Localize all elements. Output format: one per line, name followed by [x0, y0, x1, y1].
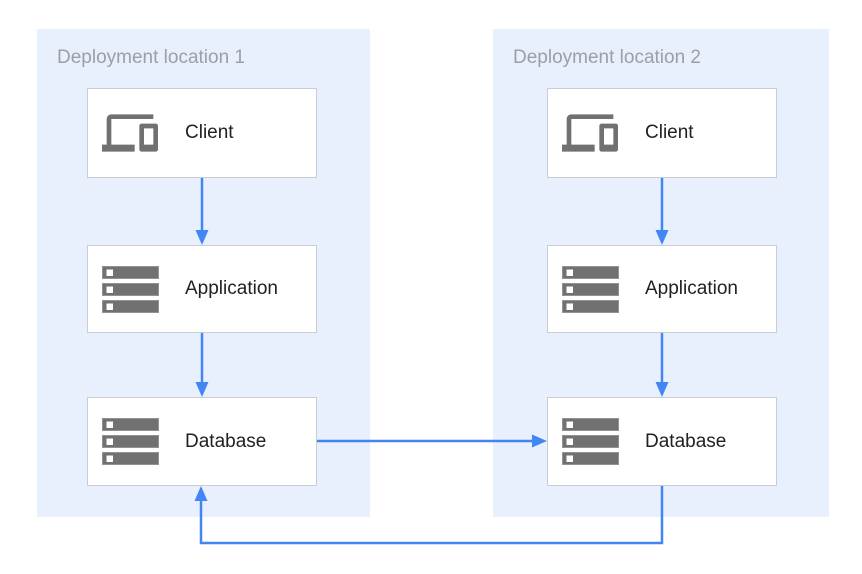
node-label: Client: [185, 122, 234, 143]
zone-title: Deployment location 2: [513, 47, 701, 68]
node-database-1: Database: [87, 397, 317, 486]
node-label: Application: [645, 278, 738, 299]
node-application-2: Application: [547, 245, 777, 333]
node-label: Database: [185, 430, 267, 452]
server-icon: [561, 418, 619, 465]
node-label: Client: [645, 122, 694, 143]
server-icon: [101, 418, 159, 465]
node-client-1: Client: [87, 88, 317, 178]
devices-icon: [561, 105, 619, 161]
server-icon: [561, 265, 619, 313]
node-label: Application: [185, 278, 278, 299]
node-client-2: Client: [547, 88, 777, 178]
node-application-1: Application: [87, 245, 317, 333]
node-label: Database: [645, 430, 727, 452]
zone-title: Deployment location 1: [57, 47, 245, 68]
node-database-2: Database: [547, 397, 777, 486]
devices-icon: [101, 105, 159, 161]
server-icon: [101, 265, 159, 313]
